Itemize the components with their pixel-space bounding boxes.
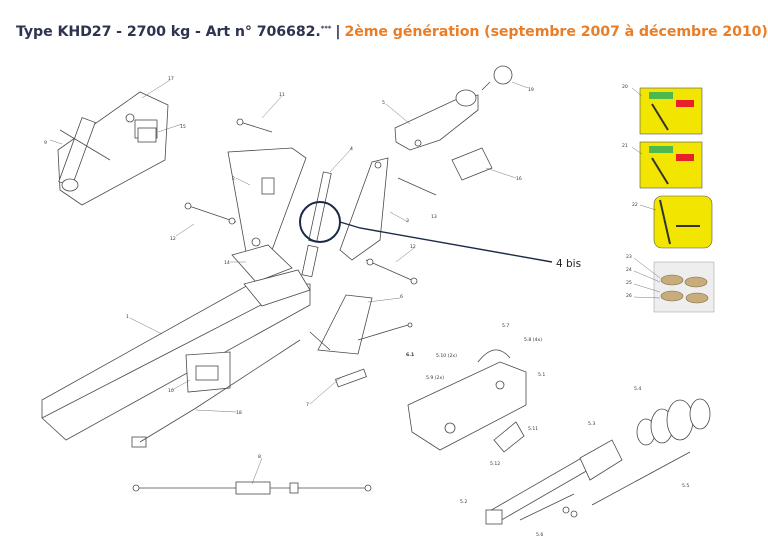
part-8-cable-assembly xyxy=(132,481,372,495)
title-main: Type KHD27 - 2700 kg - Art n° 706682. xyxy=(16,24,321,40)
part-19-ring xyxy=(481,65,513,91)
label-5-10: 5.10 (2x) xyxy=(436,353,457,359)
label-7: 7 xyxy=(306,402,309,408)
title-separator: | xyxy=(335,24,341,40)
part-5-1-housing xyxy=(407,361,527,451)
label-24: 24 xyxy=(626,267,632,273)
label-5-2: 5.2 xyxy=(460,499,467,505)
page-title: Type KHD27 - 2700 kg - Art n° 706682.***… xyxy=(16,24,768,40)
parts-23-26-bushings xyxy=(653,261,715,313)
label-5-9: 5.9 (2x) xyxy=(426,375,444,381)
part-3-lever xyxy=(339,157,389,261)
label-12-left: 12 xyxy=(170,236,176,242)
part-18-brake-cable xyxy=(131,339,301,448)
part-number-labels: 17 15 9 11 2 4 5 19 12 3 12 13 16 14 6 6… xyxy=(44,76,689,538)
label-14: 15 xyxy=(180,124,186,130)
label-5-6: 5.6 xyxy=(536,532,543,538)
label-5-5: 5.5 xyxy=(682,483,689,489)
label-5: 5 xyxy=(382,100,385,106)
part-11-bolt xyxy=(236,118,273,133)
part-12-bolt-left xyxy=(184,202,237,225)
part-5-11-lever xyxy=(493,421,525,453)
part-17-bracket-plate xyxy=(57,91,169,206)
label-12-right: 12 xyxy=(410,244,416,250)
part-1-drawbar xyxy=(41,269,311,441)
part-6-handbrake-lever xyxy=(309,294,373,355)
part-5-3-block xyxy=(579,439,623,481)
part-5-7-bracket xyxy=(477,349,511,363)
label-21: 21 xyxy=(622,143,628,149)
part-12-bolt-right xyxy=(365,258,418,285)
label-17: 17 xyxy=(168,76,174,82)
label-5-4: 5.4 xyxy=(634,386,641,392)
label-8: 8 xyxy=(258,454,261,460)
label-4: 4 xyxy=(350,146,353,152)
label-5-11: 5.11 xyxy=(528,426,538,432)
part-10-mount xyxy=(185,351,231,393)
label-1: 1 xyxy=(126,314,129,320)
part-9-rod xyxy=(59,129,111,161)
title-stars: *** xyxy=(320,24,332,33)
label-2: 2 xyxy=(232,176,235,182)
part-7-spring xyxy=(335,368,367,388)
callout-4-bis: 4 bis xyxy=(299,201,581,270)
callout-label: 4 bis xyxy=(556,258,581,270)
label-3: 3 xyxy=(406,218,409,224)
part-15-bracket xyxy=(231,244,293,283)
label-11: 11 xyxy=(279,92,285,98)
part-16-plate xyxy=(451,147,493,181)
label-6-1: 6.1 xyxy=(406,352,414,358)
label-23: 23 xyxy=(626,254,632,260)
part-13-bolt xyxy=(397,177,437,196)
part-5-6-bolts xyxy=(519,493,578,521)
label-5-1: 5.1 xyxy=(538,372,545,378)
label-5-8: 5.8 (4x) xyxy=(524,337,542,343)
part-14-latch xyxy=(137,127,157,143)
title-generation: 2ème génération (septembre 2007 à décemb… xyxy=(344,24,768,40)
part-22-label xyxy=(653,195,713,249)
label-13: 13 xyxy=(431,214,437,220)
exploded-parts-diagram: 4 bis xyxy=(41,65,715,538)
part-20-label xyxy=(639,87,703,135)
part-5-4-bellows xyxy=(636,398,711,446)
label-18: 18 xyxy=(236,410,242,416)
label-20: 20 xyxy=(622,84,628,90)
label-26: 26 xyxy=(626,293,632,299)
label-22: 22 xyxy=(632,202,638,208)
leader-lines xyxy=(49,79,661,485)
label-15: 14 xyxy=(224,260,230,266)
part-4-damper xyxy=(301,171,332,278)
part-21-label xyxy=(639,141,703,189)
part-5-coupling-head xyxy=(394,89,479,151)
label-19: 19 xyxy=(528,87,534,93)
label-5-12: 5.12 xyxy=(490,461,500,467)
label-9: 9 xyxy=(44,140,47,146)
label-10: 10 xyxy=(168,388,174,394)
label-16: 16 xyxy=(516,176,522,182)
label-5-7: 5.7 xyxy=(502,323,509,329)
part-2-lever xyxy=(227,147,307,253)
label-5-3: 5.3 xyxy=(588,421,595,427)
label-25: 25 xyxy=(626,280,632,286)
label-6: 6 xyxy=(400,294,403,300)
part-6-1-cable xyxy=(357,322,413,341)
part-5-5-shaft xyxy=(591,451,691,506)
